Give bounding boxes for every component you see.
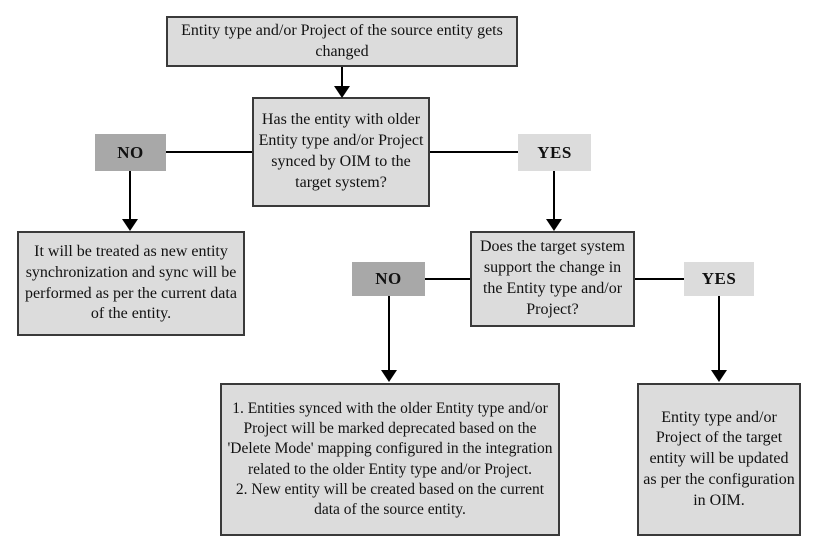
arrowhead-down-icon: [334, 86, 350, 98]
node-question-synced-by-oim: Has the entity with older Entity type an…: [252, 97, 430, 207]
node-new-entity-synchronization: It will be treated as new entity synchro…: [17, 231, 245, 336]
connector-no1-to-newsync: [129, 171, 131, 221]
connector-question2-to-yes: [635, 278, 684, 280]
arrowhead-down-icon: [122, 219, 138, 231]
node-update-target-entity: Entity type and/or Project of the target…: [637, 383, 801, 536]
connector-question1-to-no: [166, 151, 252, 153]
connector-question2-to-no: [425, 278, 470, 280]
connector-yes2-to-update: [718, 296, 720, 372]
arrowhead-down-icon: [546, 219, 562, 231]
arrowhead-down-icon: [381, 370, 397, 382]
node-question-target-supports-change: Does the target system support the chang…: [470, 231, 635, 327]
arrowhead-down-icon: [711, 370, 727, 382]
connector-yes1-to-question2: [553, 171, 555, 221]
node-source-entity-changed: Entity type and/or Project of the source…: [166, 16, 518, 67]
label-yes-support: YES: [684, 262, 754, 296]
label-yes-synced: YES: [518, 134, 591, 171]
connector-start-to-question1: [341, 67, 343, 89]
label-no-synced: NO: [95, 134, 166, 171]
connector-no2-to-deprecate: [388, 296, 390, 372]
connector-question1-to-yes: [430, 151, 518, 153]
label-no-support: NO: [352, 262, 425, 296]
node-deprecate-and-create-new-entity: 1. Entities synced with the older Entity…: [220, 383, 560, 536]
